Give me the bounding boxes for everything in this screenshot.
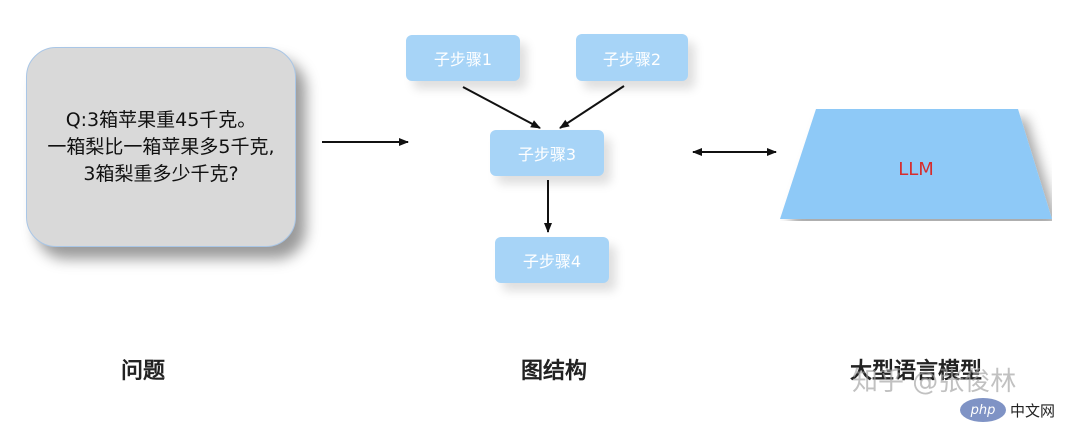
question-line-1: Q:3箱苹果重45千克。 — [65, 108, 257, 131]
llm-label: LLM — [898, 159, 934, 180]
caption-question: 问题 — [121, 359, 166, 384]
watermark-text: 知乎 @张俊林 — [852, 367, 1017, 397]
site-badge-label: 中文网 — [1010, 402, 1056, 420]
substep-3-node: 子步骤3 — [490, 130, 604, 176]
question-line-3: 3箱梨重多少千克? — [83, 162, 239, 185]
arrow-step2-to-step3 — [559, 85, 625, 129]
substep-4-node: 子步骤4 — [495, 237, 609, 283]
question-line-2: 一箱梨比一箱苹果多5千克, — [47, 135, 275, 158]
caption-llm: 大型语言模型 — [850, 359, 983, 384]
php-logo-icon: php — [960, 398, 1006, 422]
substep-1-node: 子步骤1 — [406, 35, 520, 81]
llm-trapezoid — [780, 109, 1052, 219]
substep-2-node: 子步骤2 — [576, 34, 688, 81]
question-box: Q:3箱苹果重45千克。 一箱梨比一箱苹果多5千克, 3箱梨重多少千克? — [26, 47, 296, 247]
caption-graph-structure: 图结构 — [521, 359, 588, 384]
arrow-step1-to-step3 — [462, 86, 541, 129]
